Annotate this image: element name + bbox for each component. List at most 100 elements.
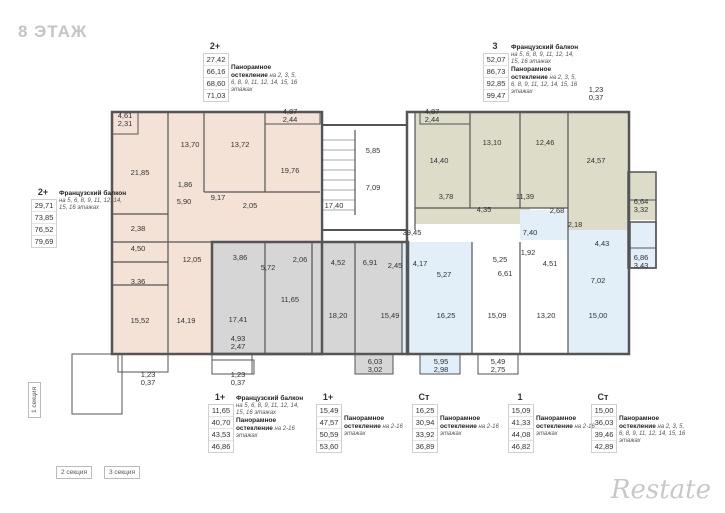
room-area-label: 1,92 xyxy=(521,248,536,257)
apartment-area-value: 15,09 xyxy=(509,405,533,417)
section-tab-2[interactable]: 2 секция xyxy=(56,466,93,479)
apartment-area-value: 92,85 xyxy=(484,78,508,90)
apartment-type-label: 1+ xyxy=(214,392,226,402)
room-area-label: 5,27 xyxy=(437,270,452,279)
room-area-label: 13,72 xyxy=(231,140,250,149)
room-area-label: 4,52 xyxy=(331,258,346,267)
apartment-area-value: 30,94 xyxy=(413,417,437,429)
apartment-area-value: 99,47 xyxy=(486,91,506,100)
room-area-label: 4,43 xyxy=(595,239,610,248)
apartment-area-value: 46,82 xyxy=(511,442,531,451)
apartment-type-label: 1+ xyxy=(322,392,334,402)
apartment-area-value: 50,59 xyxy=(317,429,341,441)
room-area-label: 5,90 xyxy=(177,197,192,206)
room-area-label: 13,20 xyxy=(537,311,556,320)
apartment-area-value: 36,03 xyxy=(592,417,616,429)
room-area-label: 6,64 xyxy=(634,197,649,206)
room-area-label: 13,10 xyxy=(483,138,502,147)
apartment-area-value: 68,60 xyxy=(204,78,228,90)
room-area-label: 3,36 xyxy=(131,277,146,286)
room-area-label: 19,76 xyxy=(281,166,300,175)
room-area-label: 7,40 xyxy=(523,228,538,237)
floor-title: 8 ЭТАЖ xyxy=(18,22,88,41)
room-area-label: 12,05 xyxy=(183,255,202,264)
apartment-feature-note: Французский балкон на 5, 6, 8, 9, 11, 12… xyxy=(236,395,304,439)
room-area-label: 9,17 xyxy=(211,193,226,202)
room-area-secondary-label: 2,75 xyxy=(491,365,506,374)
apartment-area-value: 39,46 xyxy=(592,429,616,441)
room-area-label: 17,41 xyxy=(229,315,248,324)
room-area-secondary-label: 2,44 xyxy=(425,115,440,124)
room-area-label: 3,78 xyxy=(439,192,454,201)
room-area-label: 15,49 xyxy=(381,311,400,320)
room-area-secondary-label: 2,44 xyxy=(283,115,298,124)
room-area-label: 2,68 xyxy=(550,206,565,215)
apartment-type-label: Ст xyxy=(597,392,609,402)
room-area-label: 7,09 xyxy=(366,183,381,192)
room-area-label: 4,50 xyxy=(131,244,146,253)
room-area-label: 15,00 xyxy=(589,311,608,320)
apartment-feature-note: Панорамное остекление на 2-16 этажах xyxy=(440,415,499,437)
apartment-area-value: 33,92 xyxy=(413,429,437,441)
apartment-type-label: 2+ xyxy=(37,187,49,197)
apartment-area-value: 42,89 xyxy=(594,442,614,451)
apartment-area-value: 40,70 xyxy=(209,417,233,429)
apartment-area-value: 71,03 xyxy=(206,91,226,100)
room-area-label: 7,02 xyxy=(591,276,606,285)
room-area-label: 4,87 xyxy=(283,107,298,116)
section-tab-1[interactable]: 1 секция xyxy=(28,381,41,418)
room-area-label: 2,38 xyxy=(131,224,146,233)
room-area-label: 14,19 xyxy=(177,316,196,325)
apartment-area-value: 73,85 xyxy=(32,212,56,224)
room-area-label: 18,20 xyxy=(329,311,348,320)
apartment-area-value: 53,60 xyxy=(319,442,339,451)
room-area-label: 5,49 xyxy=(491,357,506,366)
apartment-area-value: 41,33 xyxy=(509,417,533,429)
room-area-label: 6,86 xyxy=(634,253,649,262)
balcony-area-label: 1,23 xyxy=(141,370,156,379)
apartment-area-value: 43,53 xyxy=(209,429,233,441)
room-area-label: 16,25 xyxy=(437,311,456,320)
room-area-secondary-label: 3,32 xyxy=(634,205,649,214)
apartment-area-value: 46,86 xyxy=(211,442,231,451)
apartment-area-value: 44,08 xyxy=(509,429,533,441)
room-area-label: 2,05 xyxy=(243,201,258,210)
balcony-area-label: 0,37 xyxy=(589,93,604,102)
apartment-feature-note: Панорамное остекление на 2, 3, 5, 6, 8, … xyxy=(231,64,298,93)
room-area-secondary-label: 2,98 xyxy=(434,365,449,374)
balcony-area-label: 0,37 xyxy=(141,378,156,387)
room-area-label: 11,65 xyxy=(281,295,299,304)
room-area-label: 39,45 xyxy=(403,228,422,237)
room-area-label: 2,06 xyxy=(293,255,308,264)
section-tab-3[interactable]: 3 секция xyxy=(104,466,141,479)
apartment-area-value: 47,57 xyxy=(317,417,341,429)
apartment-feature-note: Французский балкон на 5, 6, 8, 9, 11, 12… xyxy=(59,190,127,211)
room-area-label: 6,61 xyxy=(498,269,513,278)
room-area-label: 15,52 xyxy=(131,316,150,325)
room-area-label: 14,40 xyxy=(430,156,449,165)
apartment-type-label: Ст xyxy=(418,392,430,402)
room-area-label: 12,46 xyxy=(536,138,555,147)
room-area-label: 15,09 xyxy=(488,311,507,320)
apartment-area-value: 11,65 xyxy=(209,405,233,417)
apartment-area-value: 52,07 xyxy=(484,54,508,66)
apartment-area-value: 15,49 xyxy=(317,405,341,417)
room-area-label: 2,18 xyxy=(568,220,583,229)
room-area-label: 4,35 xyxy=(477,205,492,214)
room-area-label: 4,17 xyxy=(413,259,428,268)
room-area-label: 5,25 xyxy=(493,255,508,264)
room-area-label: 4,87 xyxy=(425,107,440,116)
